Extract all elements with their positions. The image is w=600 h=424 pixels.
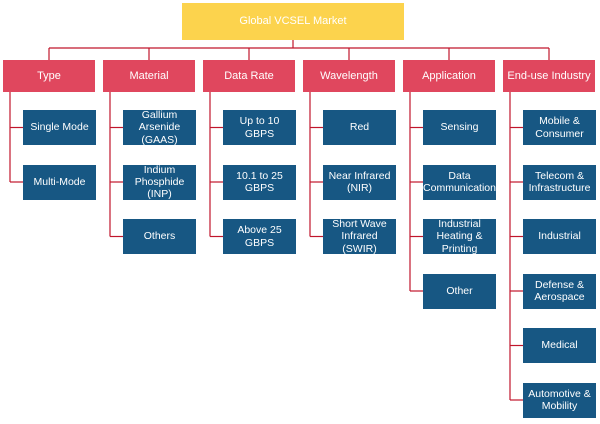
leaf-node: Up to 10 GBPS: [223, 110, 296, 145]
leaf-node: Automotive & Mobility: [523, 382, 596, 418]
category-label: Wavelength: [320, 69, 378, 82]
leaf-node: Telecom & Infrastructure: [523, 164, 596, 200]
leaf-node: Defense & Aerospace: [523, 273, 596, 309]
leaf-node: Others: [123, 219, 196, 254]
leaf-label: Up to 10 GBPS: [239, 115, 280, 140]
leaf-node: Gallium Arsenide (GAAS): [123, 109, 196, 146]
leaf-label: Medical: [541, 339, 578, 352]
leaf-label: Above 25 GBPS: [237, 224, 282, 249]
leaf-node: Multi-Mode: [23, 164, 96, 200]
category-application: Application: [403, 60, 495, 92]
leaf-label: Automotive & Mobility: [528, 387, 591, 412]
leaf-label: Other: [446, 284, 473, 297]
category-label: Type: [37, 69, 61, 82]
leaf-node: Industrial: [523, 219, 596, 254]
leaf-node: Single Mode: [23, 110, 96, 145]
leaf-node: Mobile & Consumer: [523, 110, 596, 145]
leaf-node: Other: [423, 273, 496, 309]
leaf-node: Near Infrared (NIR): [323, 164, 396, 200]
leaf-node: Data Communication: [423, 164, 496, 200]
leaf-label: Mobile & Consumer: [535, 115, 584, 140]
leaf-node: Red: [323, 110, 396, 145]
leaf-label: Single Mode: [30, 121, 89, 134]
leaf-label: Indium Phosphide (INP): [134, 163, 185, 201]
leaf-label: Short Wave Infrared (SWIR): [332, 218, 387, 255]
leaf-label: Data Communication: [423, 169, 496, 194]
category-type: Type: [3, 60, 95, 92]
category-label: End-use Industry: [507, 69, 591, 82]
category-wavelength: Wavelength: [303, 60, 395, 92]
leaf-label: Multi-Mode: [33, 175, 86, 188]
leaf-node: Above 25 GBPS: [223, 219, 296, 254]
leaf-label: Others: [143, 230, 176, 243]
leaf-node: Indium Phosphide (INP): [123, 163, 196, 201]
leaf-node: Sensing: [423, 110, 496, 145]
category-material: Material: [103, 60, 195, 92]
leaf-label: Defense & Aerospace: [534, 278, 585, 303]
leaf-node: Industrial Heating & Printing: [423, 218, 496, 255]
leaf-label: Industrial: [538, 230, 581, 243]
category-data-rate: Data Rate: [203, 60, 295, 92]
category-label: Data Rate: [224, 69, 274, 82]
leaf-label: Industrial Heating & Printing: [436, 218, 483, 255]
leaf-label: Telecom & Infrastructure: [528, 169, 591, 194]
leaf-label: Sensing: [440, 121, 479, 134]
category-label: Material: [129, 69, 169, 82]
leaf-node: 10.1 to 25 GBPS: [223, 164, 296, 200]
leaf-label: Near Infrared (NIR): [328, 169, 391, 194]
category-end-use-industry: End-use Industry: [503, 60, 595, 92]
leaf-label: Gallium Arsenide (GAAS): [138, 109, 181, 146]
root-node: Global VCSEL Market: [182, 3, 404, 40]
root-title: Global VCSEL Market: [239, 15, 347, 28]
leaf-label: 10.1 to 25 GBPS: [236, 169, 283, 194]
leaf-node: Short Wave Infrared (SWIR): [323, 218, 396, 255]
leaf-node: Medical: [523, 328, 596, 363]
leaf-label: Red: [349, 121, 370, 134]
category-label: Application: [422, 69, 476, 82]
